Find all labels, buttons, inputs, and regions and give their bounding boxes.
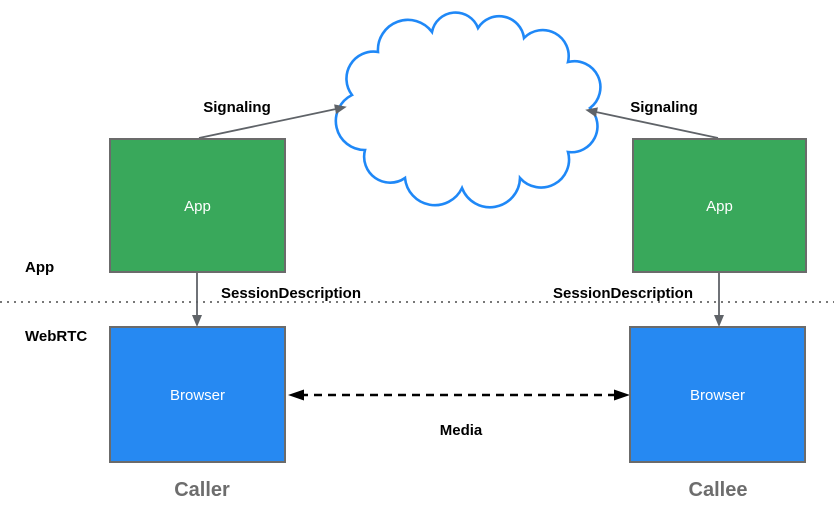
caller-browser-box	[109, 326, 286, 463]
callee-app-box	[632, 138, 807, 273]
media-arrowhead-left-icon	[288, 389, 304, 401]
signaling-label-left: Signaling	[203, 99, 271, 116]
network-cloud-icon	[334, 11, 602, 209]
zone-label-app: App	[25, 259, 54, 276]
session-description-label-right: SessionDescription	[553, 285, 693, 302]
media-arrowhead-right-icon	[614, 389, 630, 401]
session-description-label-left: SessionDescription	[221, 285, 361, 302]
callee-browser-label: Browser	[690, 387, 745, 404]
caller-endpoint-label: Caller	[174, 479, 230, 501]
caller-app-label: App	[184, 198, 211, 215]
zone-label-webrtc: WebRTC	[25, 328, 87, 345]
caller-app-box	[109, 138, 286, 273]
signaling-label-right: Signaling	[630, 99, 698, 116]
caller-browser-label: Browser	[170, 387, 225, 404]
signaling-arrow-right	[585, 107, 719, 139]
callee-app-label: App	[706, 198, 733, 215]
signaling-arrow-left	[198, 104, 347, 139]
callee-endpoint-label: Callee	[689, 479, 748, 501]
callee-browser-box	[629, 326, 806, 463]
media-label: Media	[440, 422, 483, 439]
